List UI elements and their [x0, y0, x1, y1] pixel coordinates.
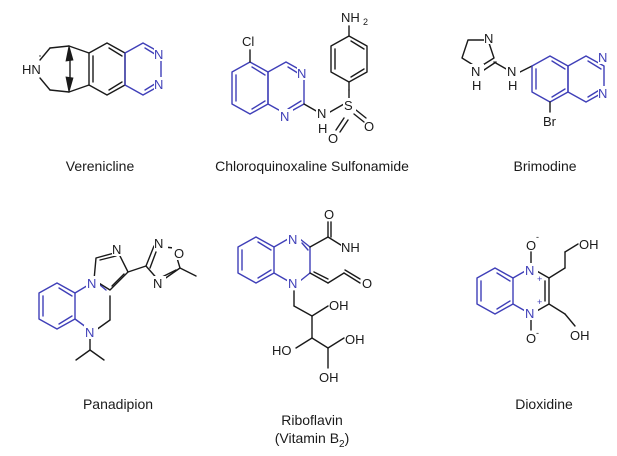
atom-o: O [324, 207, 334, 222]
atom-n: N [317, 106, 326, 121]
atom-h: H [318, 121, 327, 136]
structure-chloroquinoxaline-sulfonamide [231, 25, 368, 133]
atom-n: N [525, 306, 534, 321]
atom-o: O [526, 238, 536, 253]
atom-br: Br [543, 114, 557, 129]
atom-n: N [598, 86, 607, 101]
structure-riboflavin [237, 221, 361, 369]
atom-o: O [362, 276, 372, 291]
atom-oh: OH [570, 328, 590, 343]
atom-nh: NH [341, 240, 360, 255]
atom-h: H [508, 78, 517, 93]
caption-chloroquinoxaline-sulfonamide: Chloroquinoxaline Sulfonamide [215, 158, 409, 174]
atom-ho: HO [272, 343, 292, 358]
atom-oh: OH [345, 332, 365, 347]
atom-n: N [112, 242, 121, 257]
atom-n: N [484, 31, 493, 46]
charge-plus: + [537, 274, 542, 284]
caption-panadipion: Panadipion [82, 396, 154, 412]
charge-minus: - [536, 328, 539, 338]
atom-nh2: NH [341, 10, 360, 25]
atom-n: N [154, 47, 163, 62]
atom-n: N [297, 66, 306, 81]
atom-oh: OH [329, 298, 349, 313]
atom-n: N [154, 236, 163, 251]
atom-n: N [85, 325, 94, 340]
atom-nh2-subscript: 2 [363, 17, 368, 27]
caption-riboflavin-subtitle: (Vitamin B2) [274, 430, 350, 450]
atom-n: N [280, 109, 289, 124]
atom-o: O [174, 246, 184, 261]
atom-n: N [507, 64, 516, 79]
atom-oh: OH [579, 237, 599, 252]
structure-panadipion [38, 245, 197, 361]
atom-n: N [598, 50, 607, 65]
caption-dioxidine: Dioxidine [515, 396, 573, 412]
atom-h: H [472, 78, 481, 93]
atom-n: N [525, 263, 534, 278]
atom-o: O [526, 331, 536, 346]
atom-s: S [344, 98, 353, 113]
atom-hn: HN [22, 62, 41, 77]
atom-n: N [288, 232, 297, 247]
caption-riboflavin: Riboflavin [281, 412, 343, 428]
atom-cl: Cl [242, 34, 254, 49]
atom-n: N [87, 276, 96, 291]
atom-o: O [364, 119, 374, 134]
atom-n: N [154, 77, 163, 92]
caption-verenicline: Verenicline [65, 158, 135, 174]
atom-n: N [153, 276, 162, 291]
atom-o: O [328, 131, 338, 146]
charge-plus: + [537, 297, 542, 307]
atom-n: N [288, 276, 297, 291]
atom-n: N [471, 64, 480, 79]
charge-minus: - [536, 232, 539, 242]
structure-verenicline [39, 42, 162, 96]
atom-oh: OH [319, 370, 339, 385]
caption-brimodine: Brimodine [513, 158, 577, 174]
